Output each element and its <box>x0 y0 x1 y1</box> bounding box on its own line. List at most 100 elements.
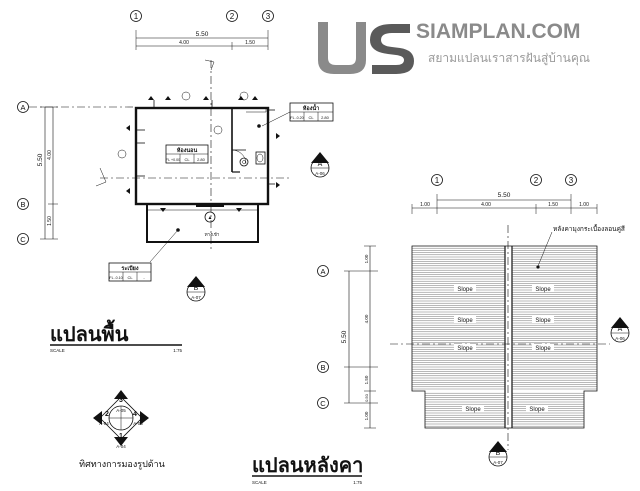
roof-grid-col-2: 2 <box>530 174 542 186</box>
roof-material: หลังคามุงกระเบื้องลอนคู่สี <box>553 224 625 233</box>
room-tag-terrace: ระเบียง FL -0.10 CL - <box>108 262 152 282</box>
room-name: ระเบียง <box>121 265 139 272</box>
floor-grid-row-c: C <box>17 233 29 245</box>
elevation-number: 3 <box>119 397 123 404</box>
slope-label: Slope <box>529 407 545 413</box>
elevation-number: 1 <box>119 433 123 440</box>
floor-grid-col-2: 2 <box>226 10 238 22</box>
dim-segment: 4.00 <box>179 40 189 46</box>
grid-label: A <box>20 103 25 112</box>
floor-grid-row-a: A <box>17 101 136 113</box>
entrance-marker-icon: ▲ <box>208 215 213 221</box>
scale-label: SCALE <box>50 348 65 353</box>
slope-label: Slope <box>535 287 551 293</box>
elevation-ref: A-04 <box>116 444 126 449</box>
roof-section-marker-a: A A-06 <box>610 317 630 343</box>
scale-label: SCALE <box>252 480 267 485</box>
room-tag-bedroom: ห้องนอน FL +0.00 CL 2.80 <box>165 144 209 164</box>
room-cl-value: - <box>143 275 145 280</box>
dim-overall: 5.50 <box>498 192 511 199</box>
room-cl: CL <box>184 157 190 162</box>
slope-label: Slope <box>465 407 481 413</box>
section-ref: A-06 <box>615 336 625 341</box>
room-fl: FL -0.20 <box>290 116 303 120</box>
logo-text: SIAMPLAN.COM <box>416 20 581 43</box>
grid-label: 3 <box>569 176 574 185</box>
plan-title: แปลนพื้น <box>50 319 129 346</box>
roof-plan: 1 2 3 5.50 1.00 4.00 1.50 1.00 A <box>252 174 630 485</box>
room-cl-value: 2.80 <box>321 115 330 120</box>
slope-label: Slope <box>457 287 473 293</box>
slope-label: Slope <box>457 318 473 324</box>
sink-icon <box>239 157 249 167</box>
floor-drain-icon <box>257 124 261 128</box>
grid-label: B <box>320 363 325 372</box>
section-marker-b: B A-07 <box>186 276 206 302</box>
dim-segment: 1.50 <box>364 375 369 384</box>
grid-label: 1 <box>134 12 139 21</box>
grid-label: 3 <box>266 12 271 21</box>
door-window-tags <box>117 91 249 159</box>
terrace: ▲ ทางเข้า <box>146 204 259 263</box>
room-name: ห้องน้ำ <box>303 103 319 112</box>
section-ref: A-07 <box>493 460 503 465</box>
dim-segment: 1.50 <box>47 216 53 226</box>
dim-overall: 5.50 <box>37 153 44 166</box>
elevation-markers <box>126 96 280 212</box>
roof-outline <box>411 245 598 429</box>
roof-dim-top: 5.50 1.00 4.00 1.50 1.00 <box>411 192 598 214</box>
dim-segment: 1.00 <box>579 202 589 208</box>
floor-dim-side: 5.50 4.00 1.50 <box>37 106 58 240</box>
grid-label: A <box>320 267 325 276</box>
elevation-number: 2 <box>105 411 109 418</box>
room-name: ห้องนอน <box>177 146 198 154</box>
section-ref: A-06 <box>315 171 325 176</box>
dim-segment: 1.50 <box>245 40 255 46</box>
slope-label: Slope <box>535 318 551 324</box>
grid-label: B <box>20 200 25 209</box>
roof-section-marker-b: B A-07 <box>488 441 508 467</box>
roof-dim-side: 5.50 1.00 4.00 1.50 0.50 1.00 <box>341 245 378 429</box>
scale-value: 1:75 <box>353 480 362 485</box>
scale-value: 1:75 <box>173 348 182 353</box>
dim-segment: 4.00 <box>481 202 491 208</box>
dim-overall: 5.50 <box>196 31 209 38</box>
dim-overall: 5.50 <box>341 330 348 343</box>
toilet-icon <box>255 151 266 165</box>
roof-grid-row-c: C <box>317 397 329 409</box>
floor-walls <box>134 100 275 206</box>
floor-dim-top: 5.50 4.00 1.50 <box>135 30 269 50</box>
slope-label: Slope <box>457 346 473 352</box>
room-cl-value: 2.80 <box>197 157 206 162</box>
elevation-caption: ทิศทางการมองรูปด้าน <box>79 459 165 470</box>
logo-mark-icon <box>318 22 414 74</box>
roof-grid-col-3: 3 <box>565 174 577 186</box>
dim-segment: 1.00 <box>364 411 369 420</box>
roof-grid-row-a: A <box>317 265 329 277</box>
roof-grid-row-b: B <box>317 361 329 373</box>
room-tag-bath: ห้องน้ำ FL -0.20 CL 2.80 <box>261 102 334 127</box>
floor-plan-title: แปลนพื้น SCALE 1:75 <box>50 319 182 353</box>
dim-segment: 1.00 <box>420 202 430 208</box>
floor-grid-row-b: B <box>17 198 29 210</box>
slope-label: Slope <box>535 346 551 352</box>
dim-segment: 1.50 <box>548 202 558 208</box>
roof-material-callout: หลังคามุงกระเบื้องลอนคู่สี <box>536 224 625 269</box>
plan-title: แปลนหลังคา <box>252 455 363 477</box>
grid-label: C <box>20 235 26 244</box>
room-cl: CL <box>308 115 314 120</box>
roof-slopes: Slope Slope Slope Slope Slope Slope Slop… <box>454 285 554 413</box>
roof-plan-title: แปลนหลังคา SCALE 1:75 <box>252 455 363 485</box>
floor-grid-col-3: 3 <box>262 10 274 22</box>
floor-plan: 1 2 3 5.50 4.00 1.50 A B <box>17 10 334 353</box>
section-letter: B <box>496 450 501 457</box>
section-letter: A <box>618 326 623 333</box>
dim-segment: 1.00 <box>364 254 369 263</box>
room-fl: FL -0.10 <box>109 276 122 280</box>
roof-grid-col-1: 1 <box>431 174 443 186</box>
logo-tagline: สยามแปลนเราสารฝันสู่บ้านคุณ <box>428 51 590 66</box>
entrance-label: ทางเข้า <box>205 232 220 237</box>
elevation-key: 3 A-05 2 A-04 4 A-05 1 A-04 ทิศทางการมอง… <box>79 390 165 470</box>
